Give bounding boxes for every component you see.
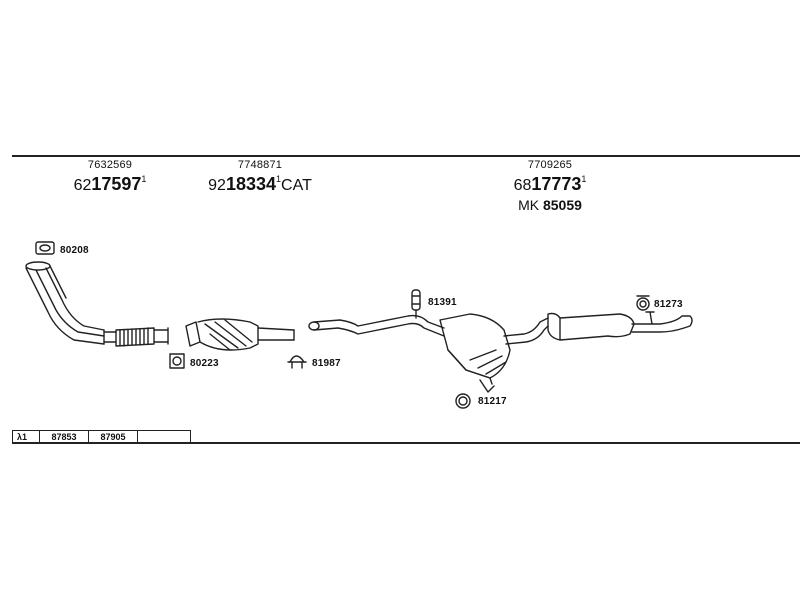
part-label-81987: 81987 [312,358,341,369]
mounting-kit-number: MK 85059 [518,197,582,213]
front-pipe-icon [25,261,117,345]
ring-gasket-icon [455,393,471,409]
header-group-catalyst: 7748871 92183341CAT [200,160,320,194]
flange-gasket-icon [169,353,185,369]
part-label-80223: 80223 [190,358,219,369]
rear-hanger-icon [636,295,650,311]
part-label-81217: 81217 [478,396,507,407]
part-label-81391: 81391 [428,297,457,308]
catalytic-converter-icon [185,318,295,351]
flex-pipe-icon [115,327,169,347]
top-divider-line [12,155,800,157]
header-group-front-pipe: 7632569 62175971 [60,160,160,194]
clamp-icon [287,355,307,369]
intermediate-pipe-icon [308,314,445,337]
lambda-part-cell: 87853 [40,431,89,444]
rear-silencer-icon [547,311,693,341]
lambda-empty-cell [138,431,190,444]
centre-silencer-icon [439,313,549,393]
header-group-silencer: 7709265 68177731 MK 85059 [500,159,600,213]
part-label-80208: 80208 [60,245,89,256]
oem-ref-number: 7632569 [87,159,133,171]
rubber-hanger-icon [411,289,421,319]
part-label-81273: 81273 [654,299,683,310]
part-number: 62175971 [73,174,147,194]
lambda-symbol-cell: λ1 [13,431,40,444]
oem-ref-number: 7709265 [527,159,573,171]
part-number: 92183341CAT [208,174,312,194]
part-number: 68177731 [513,174,587,194]
lambda-sensor-table: λ1 87853 87905 [12,430,191,444]
gasket-icon [35,241,55,255]
bottom-divider-line [12,442,800,444]
oem-ref-number: 7748871 [237,159,283,171]
lambda-part-cell: 87905 [89,431,138,444]
